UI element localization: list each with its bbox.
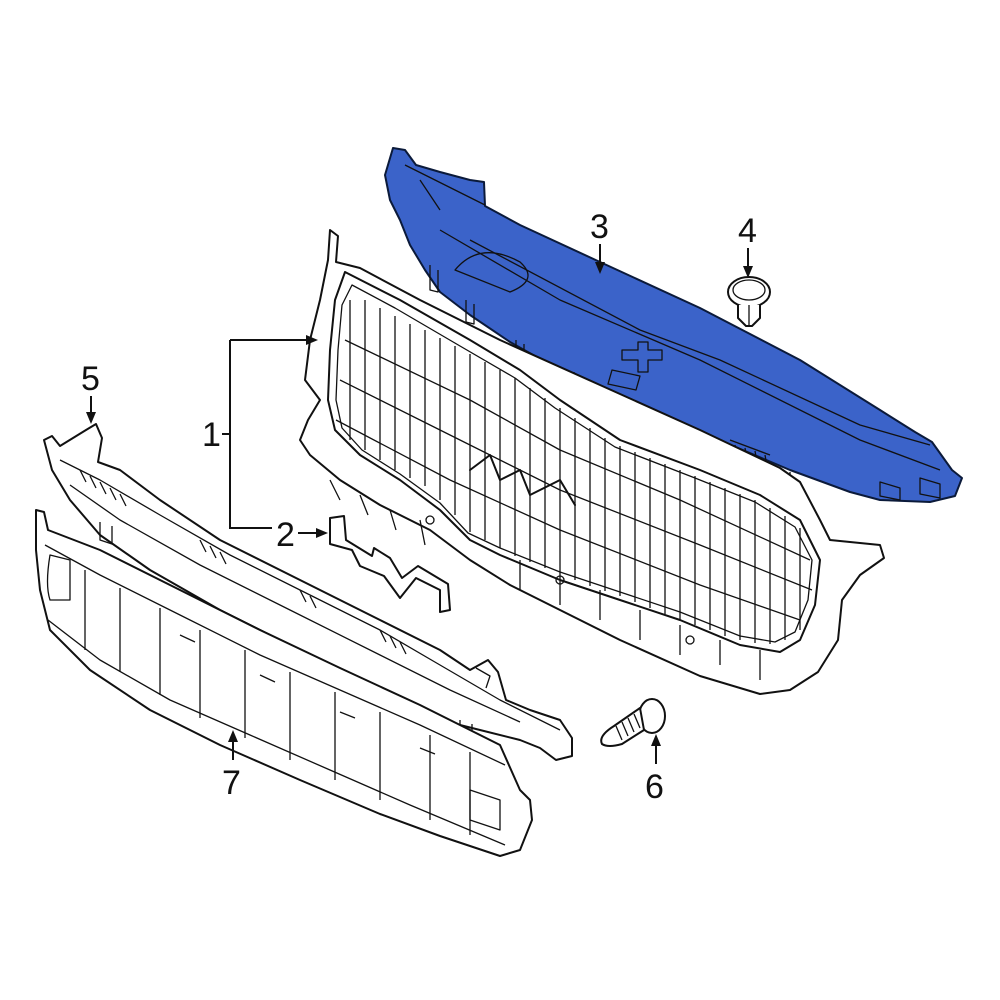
callout-4: 4 [738, 212, 757, 278]
part-7-lower-grille[interactable] [35, 509, 533, 857]
callout-7: 7 [222, 730, 241, 802]
svg-text:6: 6 [645, 768, 664, 806]
svg-text:4: 4 [738, 212, 757, 250]
part-1-grille-assembly[interactable] [299, 229, 885, 695]
callout-3: 3 [590, 208, 609, 274]
svg-text:7: 7 [222, 764, 241, 802]
callout-6: 6 [645, 734, 664, 806]
callout-1: 1 [202, 335, 318, 529]
part-6-screw[interactable] [600, 698, 666, 747]
svg-text:2: 2 [276, 516, 295, 554]
callout-2: 2 [276, 516, 328, 554]
callout-5: 5 [81, 360, 100, 424]
svg-text:1: 1 [202, 416, 221, 454]
svg-text:3: 3 [590, 208, 609, 246]
part-3-upper-cover-panel[interactable] [384, 147, 963, 503]
part-2-emblem-bracket[interactable] [329, 515, 451, 613]
svg-text:5: 5 [81, 360, 100, 398]
part-4-push-clip[interactable] [727, 276, 771, 327]
